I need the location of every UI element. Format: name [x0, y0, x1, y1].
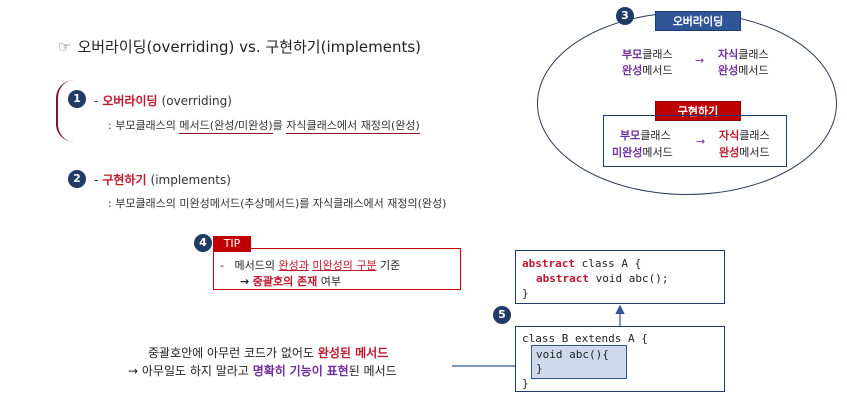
- complete-method-text: 완성메서드: [718, 64, 769, 77]
- parent-class-text: 부모클래스: [620, 129, 671, 142]
- right-arrow-icon: →: [128, 364, 139, 378]
- overriding-label: 오버라이딩: [655, 11, 741, 31]
- step-badge-3: 3: [616, 7, 634, 25]
- implements-english: (implements): [150, 173, 231, 187]
- parent-class-text: 부모클래스: [622, 48, 673, 61]
- concrete-class-code: class B extends A { void abc(){ } }: [515, 326, 725, 392]
- right-arrow-icon: →: [695, 54, 705, 67]
- page-title: ☞ 오버라이딩(overriding) vs. 구현하기(implements): [58, 36, 421, 57]
- abstract-class-code: abstract class A { abstract void abc(); …: [515, 250, 725, 304]
- complete-method-text: 완성메서드: [622, 64, 673, 77]
- implements-heading: -구현하기(implements): [90, 171, 231, 188]
- implements-label: 구현하기: [655, 101, 741, 121]
- tip-box: - 메서드의 완성과 미완성의 구분 기준 → 중괄호의 존재 여부: [213, 248, 461, 290]
- page-title-text: 오버라이딩(overriding) vs. 구현하기(implements): [77, 38, 422, 56]
- overriding-keyword: 오버라이딩: [102, 94, 158, 108]
- overriding-english: (overriding): [161, 94, 232, 108]
- tip-line-1: - 메서드의 완성과 미완성의 구분 기준: [220, 259, 401, 272]
- note-line-1: 중괄호안에 아무런 코드가 없어도 완성된 메서드: [148, 346, 389, 360]
- empty-method-highlight: [531, 345, 627, 379]
- incomplete-method-text: 미완성메서드: [612, 146, 673, 159]
- pointing-hand-icon: ☞: [58, 38, 72, 56]
- right-arrow-icon: →: [696, 135, 706, 148]
- step-badge-1: 1: [68, 90, 86, 108]
- complete-method-text: 완성메서드: [719, 146, 770, 159]
- tip-line-2: → 중괄호의 존재 여부: [240, 275, 342, 288]
- child-class-text: 자식클래스: [718, 48, 769, 61]
- step-badge-5: 5: [493, 306, 511, 324]
- underlined-redefine: 자식클래스에서 재정의(완성): [286, 119, 420, 134]
- handwritten-bracket: [56, 80, 78, 142]
- overriding-flow: 부모클래스 완성메서드 → 자식클래스 완성메서드: [600, 40, 805, 86]
- desc-text: 를: [272, 119, 287, 132]
- step-badge-2: 2: [68, 170, 86, 188]
- underlined-method: 메서드(완성/미완성): [179, 119, 273, 134]
- overriding-description: : 부모클래스의 메서드(완성/미완성)를 자식클래스에서 재정의(완성): [108, 117, 420, 134]
- dash: -: [94, 94, 99, 108]
- implements-description: : 부모클래스의 미완성메서드(추상메서드)를 자식클래스에서 재정의(완성): [108, 197, 447, 210]
- implements-keyword: 구현하기: [102, 173, 147, 187]
- overriding-heading: -오버라이딩(overriding): [90, 92, 232, 109]
- desc-text: : 부모클래스의: [108, 119, 180, 132]
- note-line-2: → 아무일도 하지 말라고 명확히 기능이 표현된 메서드: [128, 364, 397, 378]
- step-badge-4: 4: [194, 234, 212, 252]
- dash: -: [94, 173, 99, 187]
- right-arrow-icon: →: [240, 275, 250, 288]
- implements-flow: 부모클래스 미완성메서드 → 자식클래스 완성메서드: [603, 115, 787, 167]
- child-class-text: 자식클래스: [719, 129, 770, 142]
